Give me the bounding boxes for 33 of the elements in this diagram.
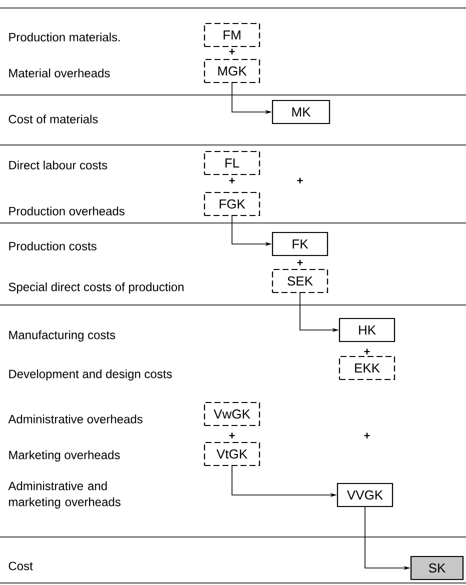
row-label: Cost xyxy=(8,562,33,570)
row-label: Administrative and marketing overheads xyxy=(8,481,120,509)
plus-sign: + xyxy=(229,432,235,438)
row-label: Material overheads xyxy=(9,68,110,78)
plus-sign: + xyxy=(297,260,303,266)
plus-sign: + xyxy=(229,48,235,54)
row-label: Production overheads xyxy=(9,206,124,216)
dashed-box: MGK xyxy=(204,58,260,84)
dashed-box: FM xyxy=(204,22,260,48)
row-label: Administrative overheads xyxy=(8,414,142,424)
row-label: Manufacturing costs xyxy=(9,330,116,342)
result-box: MK xyxy=(272,100,330,124)
dashed-box: VwGK xyxy=(204,402,260,426)
plus-sign: + xyxy=(364,432,370,438)
shaded-box: SK xyxy=(410,556,464,580)
row-label: Marketing overheads xyxy=(9,450,120,462)
plus-sign: + xyxy=(297,178,303,184)
dashed-box: EKK xyxy=(338,356,396,380)
plus-sign: + xyxy=(364,348,370,354)
plus-sign: + xyxy=(229,178,235,184)
row-label: Direct labour costs xyxy=(9,160,108,170)
dashed-box: VtGK xyxy=(204,442,260,466)
row-label: Development and design costs xyxy=(9,369,172,381)
row-label: Cost of materials xyxy=(8,114,98,124)
dashed-box: FGK xyxy=(204,192,260,216)
dashed-box: SEK xyxy=(272,268,328,294)
result-box: FK xyxy=(272,232,328,256)
result-box: HK xyxy=(338,318,396,342)
row-label: Special direct costs of production xyxy=(8,282,184,294)
dashed-box: FL xyxy=(204,150,260,176)
row-label: Production costs xyxy=(9,242,96,250)
row-label: Production materials. xyxy=(9,32,120,42)
result-box: VVGK xyxy=(336,482,394,508)
